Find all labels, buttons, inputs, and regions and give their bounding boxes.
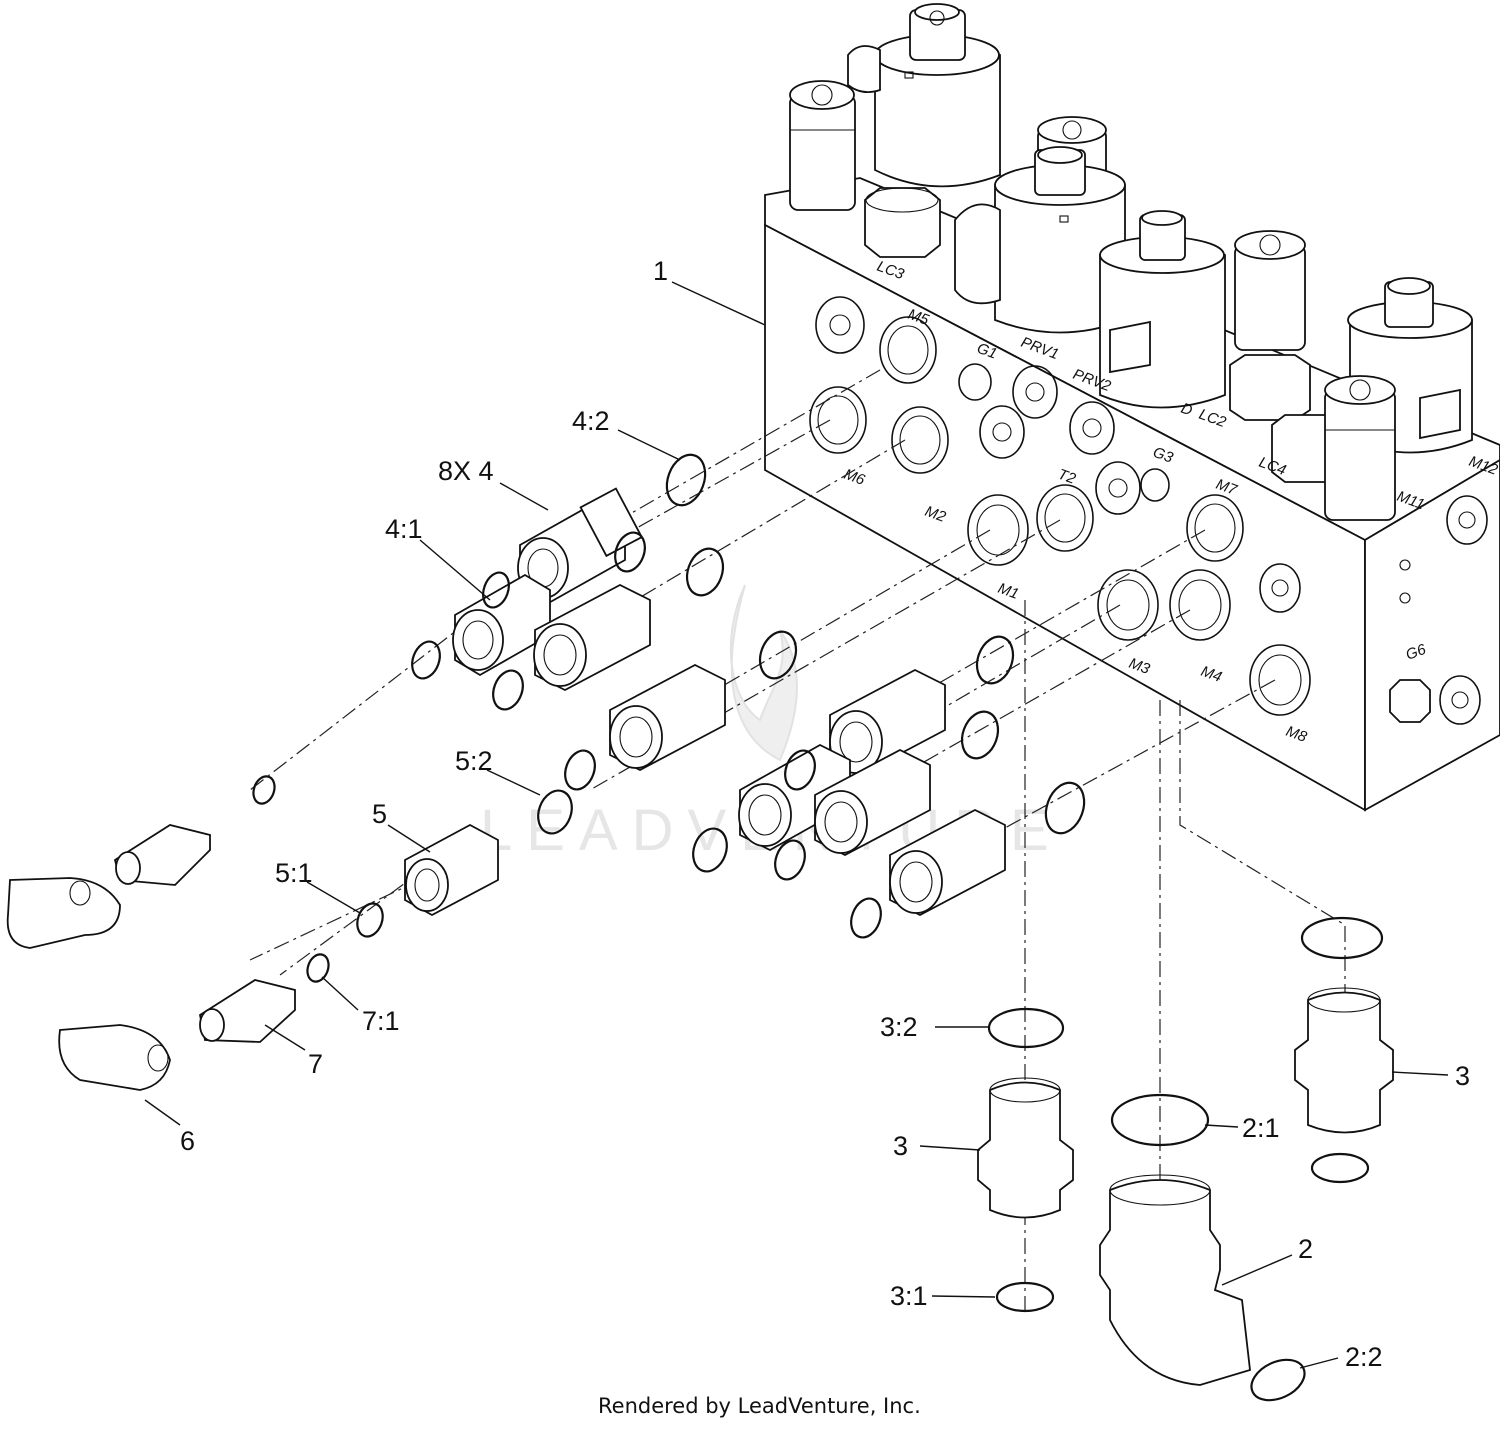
straight-fittings-4	[452, 487, 1006, 917]
o-rings	[252, 453, 1086, 983]
port-label-m6: M6	[842, 466, 868, 489]
callout-3-1: 3:1	[890, 1281, 928, 1311]
solenoid-cartridge-lc2	[1099, 210, 1226, 409]
callout-4-1: 4:1	[385, 514, 423, 544]
fitting-5	[404, 823, 499, 917]
callout-5-1: 5:1	[275, 858, 313, 888]
callout-4-2: 4:2	[572, 406, 610, 436]
callout-2-2: 2:2	[1345, 1342, 1383, 1372]
elbow-fitting-2	[1099, 1093, 1306, 1402]
relief-cartridge-lc4	[1229, 230, 1311, 421]
callout-2-1: 2:1	[1242, 1113, 1280, 1143]
callout-6: 6	[180, 1126, 195, 1156]
fitting-4-h	[889, 808, 1006, 917]
hex-plug-lc3	[864, 187, 941, 258]
cartridge-valves	[789, 3, 1473, 521]
callout-2: 2	[1298, 1234, 1313, 1264]
test-coupler-7	[198, 979, 296, 1043]
port-label-m8: M8	[1284, 723, 1310, 746]
callout-3-left: 3	[893, 1131, 908, 1161]
manifold-ports	[809, 296, 1488, 725]
callout-8x4: 8X 4	[438, 456, 494, 486]
solenoid-cartridge-1	[847, 3, 1001, 188]
callout-5: 5	[372, 799, 387, 829]
callout-1: 1	[653, 256, 668, 286]
fitting-3-right	[1294, 916, 1394, 1184]
port-label-m4: M4	[1199, 663, 1224, 686]
relief-cartridge-m11	[1324, 375, 1396, 521]
port-label-m1: M1	[996, 580, 1021, 603]
relief-cartridge-1	[789, 80, 856, 211]
port-label-t2: T2	[1056, 466, 1079, 488]
dust-cap-6	[58, 1024, 171, 1091]
test-coupler-upper	[6, 824, 211, 949]
callout-7-1: 7:1	[362, 1006, 400, 1036]
callout-3-right: 3	[1455, 1061, 1470, 1091]
callout-labels: 1 4:2 8X 4 4:1 5:2 5 5:1 7:1 7 6 3:2 3 3…	[180, 256, 1470, 1372]
footer-credit: Rendered by LeadVenture, Inc.	[598, 1394, 921, 1418]
port-label-g3: G3	[1151, 444, 1176, 467]
callout-3-2: 3:2	[880, 1012, 918, 1042]
port-label-g1: G1	[975, 340, 1000, 363]
fitting-4-c	[533, 583, 651, 692]
port-label-m3: M3	[1127, 655, 1153, 678]
callout-5-2: 5:2	[455, 746, 493, 776]
port-label-m7: M7	[1214, 476, 1240, 499]
port-label-m2: M2	[923, 503, 949, 526]
port-label-m5: M5	[906, 306, 932, 329]
fitting-3-left	[977, 1007, 1074, 1313]
fitting-4-f	[738, 743, 851, 852]
leader-lines	[144, 281, 1449, 1369]
fitting-4-g	[814, 748, 931, 857]
fitting-4-b	[452, 573, 551, 677]
callout-7: 7	[308, 1049, 323, 1079]
fitting-4-d	[609, 663, 726, 772]
port-label-g6: G6	[1404, 641, 1429, 664]
